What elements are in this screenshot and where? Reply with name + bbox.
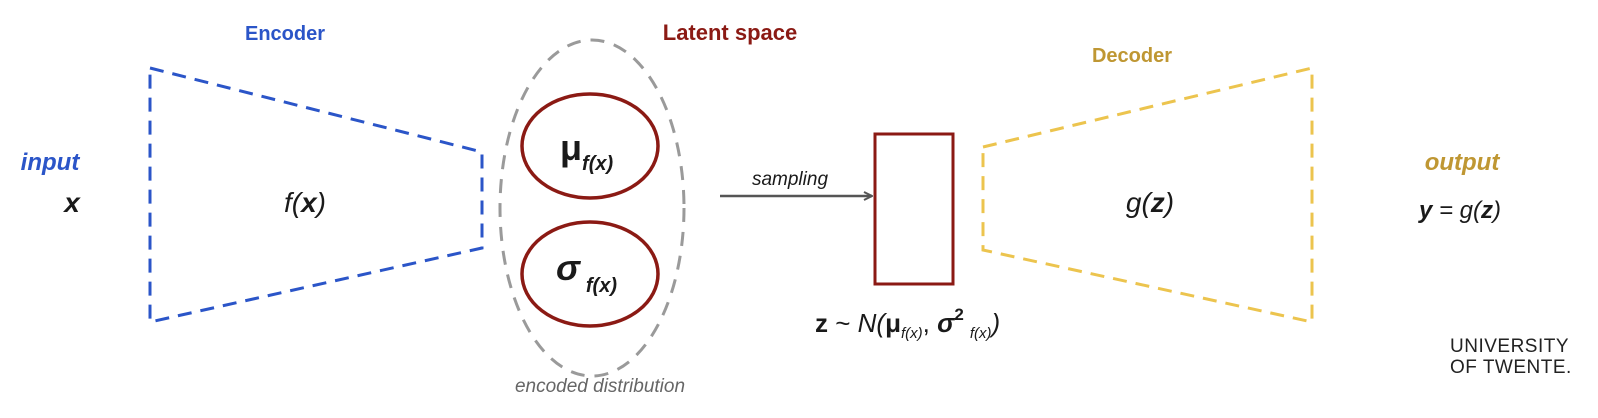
decoder-function: g(z) <box>1126 187 1174 218</box>
sampling-label: sampling <box>752 169 828 190</box>
encoded-distribution-label: encoded distribution <box>515 376 685 397</box>
z-distribution-formula: z ~ N(μf(x), σ2f(x)) <box>815 305 1000 342</box>
logo-line-1: UNIVERSITY <box>1450 336 1569 357</box>
university-of-twente-logo: UNIVERSITY OF TWENTE. <box>1450 336 1572 378</box>
latent-space-title: Latent space <box>663 20 798 45</box>
encoder-trapezoid <box>148 66 484 324</box>
encoder-label: Encoder <box>245 23 325 45</box>
sigma-ellipse <box>520 220 660 328</box>
input-label: input <box>21 149 81 176</box>
latent-vector-z-box <box>873 132 955 286</box>
encoder-function: f(x) <box>284 187 326 218</box>
mu-ellipse <box>520 92 660 200</box>
mu-label: μf(x) <box>560 127 613 175</box>
encoded-distribution-ellipse <box>498 38 686 378</box>
decoder-label: Decoder <box>1092 45 1172 67</box>
output-label: output <box>1425 149 1501 176</box>
logo-line-2: OF TWENTE. <box>1450 357 1572 378</box>
output-equation: y = g(z) <box>1418 197 1501 224</box>
input-variable: x <box>62 187 81 218</box>
